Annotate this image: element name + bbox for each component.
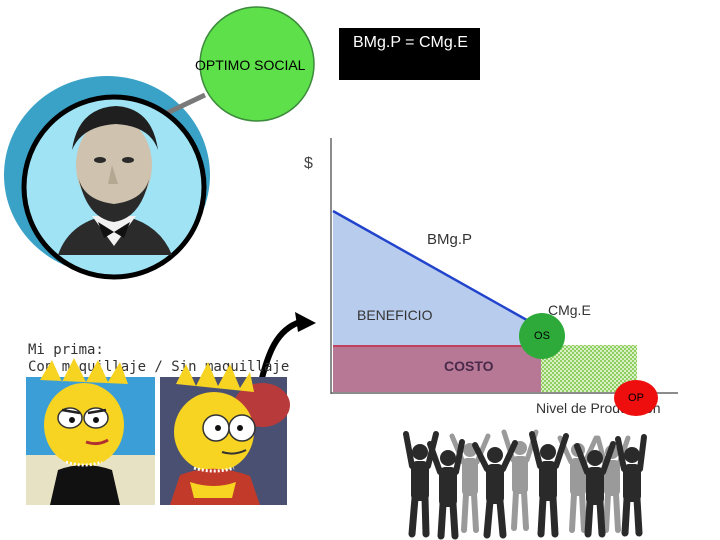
- benefit-area: [333, 211, 541, 346]
- op-marker: [614, 380, 658, 416]
- marginal-benefit-label: BMg.P: [427, 231, 472, 248]
- optimo-social-bubble: [199, 6, 315, 122]
- portrait-graphic: [4, 6, 315, 280]
- formula-text: BMg.P = CMg.E: [353, 34, 468, 51]
- op-marker-label: OP: [628, 392, 644, 404]
- meme-panel-left: [26, 358, 155, 505]
- os-marker: [519, 313, 565, 359]
- meme-panel-right: [160, 362, 290, 505]
- marginal-cost-label: CMg.E: [548, 302, 591, 318]
- formula-box: BMg.P = CMg.E: [339, 28, 480, 80]
- y-axis-label: $: [304, 155, 313, 172]
- optimo-social-label: OPTIMO SOCIAL: [195, 57, 306, 73]
- marginal-benefit-line: [332, 209, 542, 330]
- benefit-label: BENEFICIO: [357, 307, 433, 323]
- economic-chart: $ BMg.P CMg.E BENEFICIO COSTO Nivel de P…: [304, 138, 678, 416]
- crowd-group: [403, 429, 647, 540]
- portrait-icon: [58, 106, 172, 255]
- cost-area: [333, 346, 541, 392]
- meme-caption: Mi prima: Con maquillaje / Sin maquillaj…: [28, 342, 290, 375]
- os-marker-label: OS: [534, 330, 550, 342]
- curved-arrow-path: [259, 319, 302, 379]
- arrowhead-icon: [295, 312, 316, 332]
- cost-label: COSTO: [444, 358, 494, 374]
